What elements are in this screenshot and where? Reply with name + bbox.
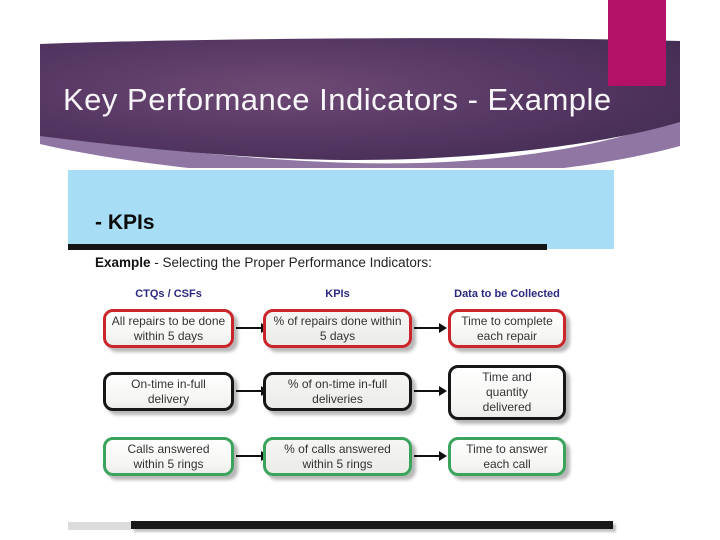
kpi-panel-band [68,170,614,249]
banner-swoosh [40,116,680,168]
column-header-data: Data to be Collected [454,288,560,300]
column-header-ctqs: CTQs / CSFs [135,288,202,300]
flow-box-r2c2: % of on-time in-full deliveries [263,372,412,411]
kpi-heading: - KPIs [95,211,155,234]
flow-box-r1c1: All repairs to be done within 5 days [103,309,234,348]
flow-box-r3c1: Calls answered within 5 rings [103,437,234,476]
arrow-r3-a [236,451,269,461]
flow-box-r3c2: % of calls answered within 5 rings [263,437,412,476]
slide-title: Key Performance Indicators - Example [63,82,612,117]
heading-underline [68,244,547,250]
arrow-r3-b [414,451,447,461]
flow-box-r2c1: On-time in-full delivery [103,372,234,411]
example-caption: Example - Selecting the Proper Performan… [95,255,432,270]
flow-box-r1c2: % of repairs done within 5 days [263,309,412,348]
banner-body [40,38,680,161]
accent-rectangle [608,0,666,86]
bottom-bar-gray [68,522,131,530]
banner-shape [40,38,680,168]
arrow-r1-b [414,323,447,333]
flow-box-r3c3: Time to answer each call [448,437,566,476]
bottom-bar-black [131,521,613,529]
title-banner [40,36,680,168]
arrow-r1-a [236,323,269,333]
arrow-r2-b [414,386,447,396]
arrow-r2-a [236,386,269,396]
flow-box-r1c3: Time to complete each repair [448,309,566,348]
example-caption-rest: - Selecting the Proper Performance Indic… [150,255,432,270]
flow-box-r2c3: Time and quantity delivered [448,365,566,420]
column-header-kpis: KPIs [325,288,350,300]
example-caption-bold: Example [95,255,151,270]
